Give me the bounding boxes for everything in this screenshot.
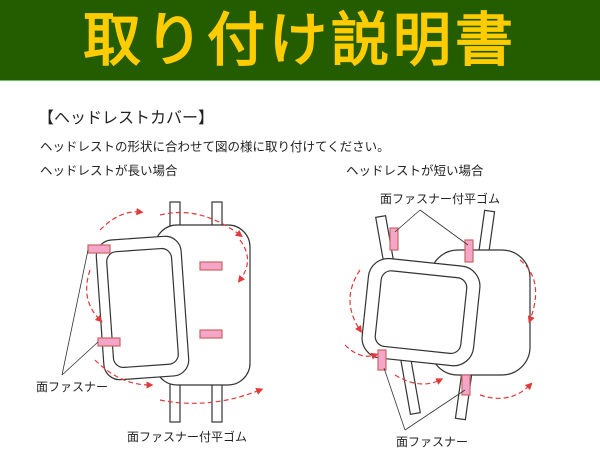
header-banner: 取り付け説明書 (0, 0, 600, 81)
left-fastener-label: 面ファスナー (36, 380, 109, 394)
page-title: 取り付け説明書 (82, 6, 517, 74)
left-diagram (61, 201, 264, 423)
intro-text: ヘッドレストの形状に合わせて図の様に取り付けてください。 (40, 139, 390, 154)
right-fastener-label: 面ファスナー (396, 435, 469, 449)
right-strap-label: 面ファスナー付平ゴム (380, 192, 501, 206)
right-heading: ヘッドレストが短い場合 (346, 163, 484, 178)
section-title: 【ヘッドレストカバー】 (38, 108, 215, 127)
left-strap-label: 面ファスナー付平ゴム (127, 430, 248, 444)
right-diagram (344, 209, 537, 431)
left-heading: ヘッドレストが長い場合 (40, 163, 178, 178)
